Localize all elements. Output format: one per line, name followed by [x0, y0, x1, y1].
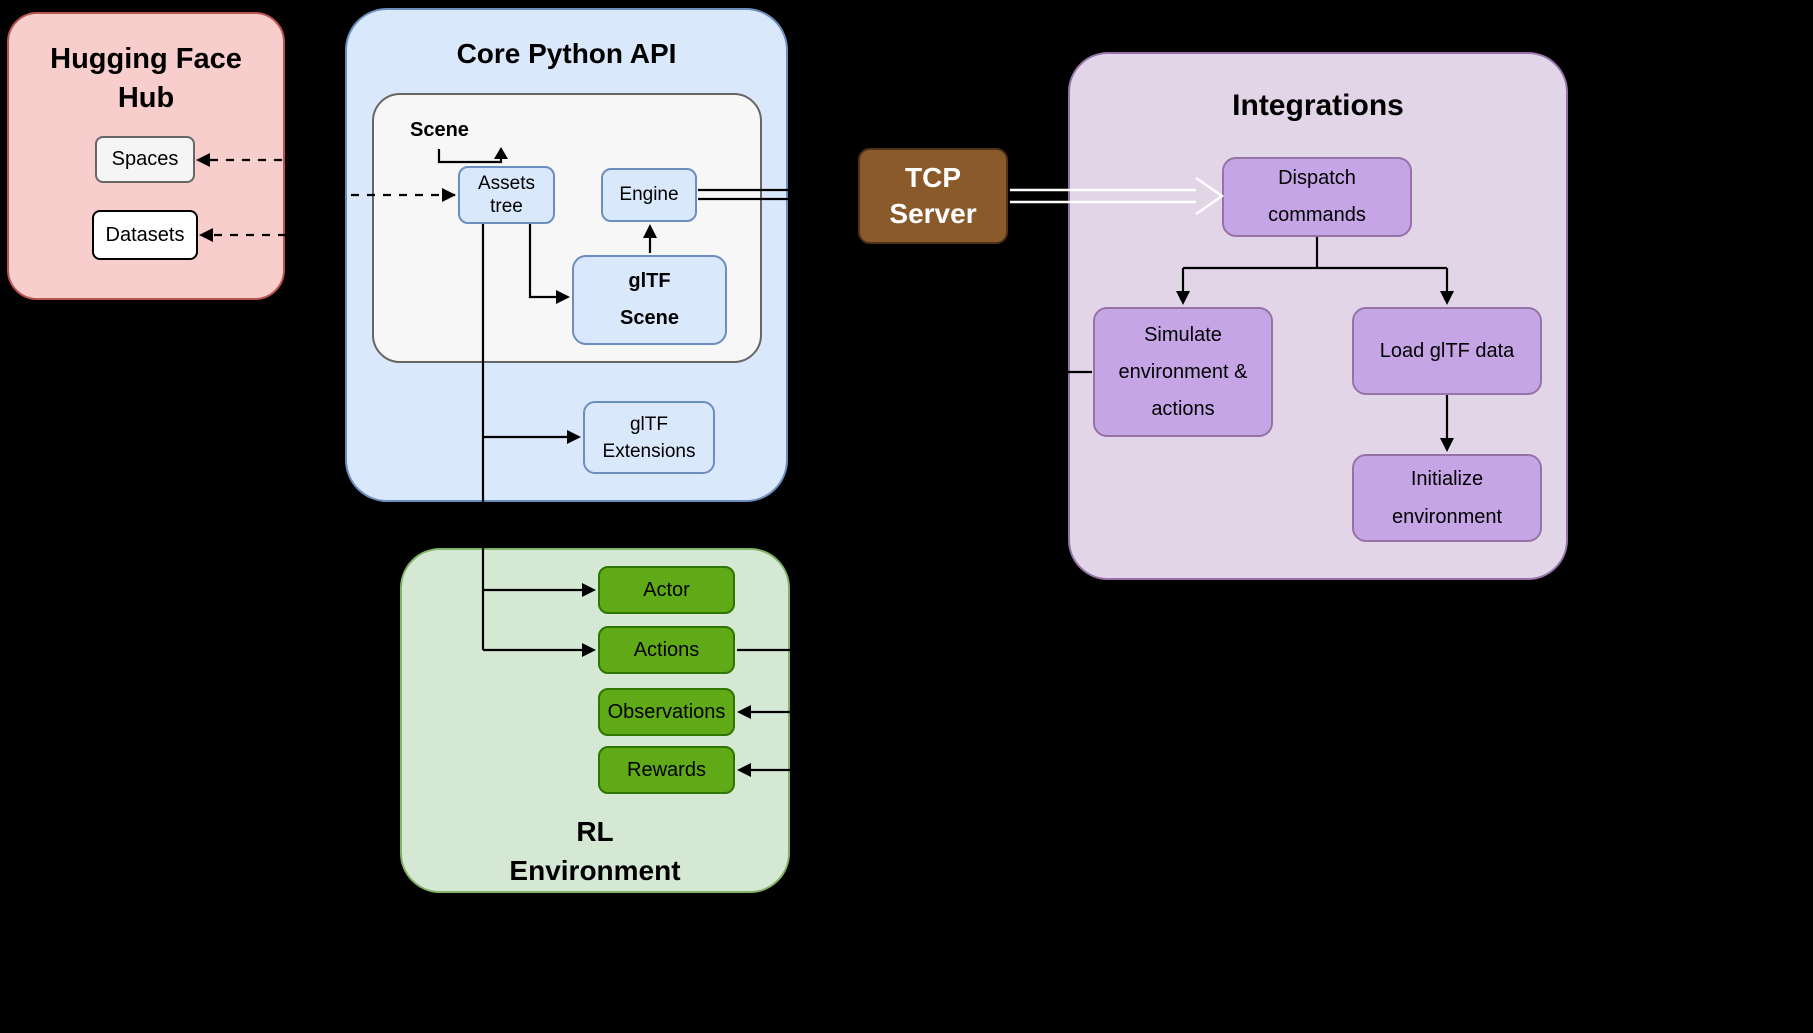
load-gltf-data-node: Load glTF data: [1352, 307, 1542, 395]
actor-node: Actor: [598, 566, 735, 614]
datasets-node: Datasets: [92, 210, 198, 260]
scene-label: Scene: [410, 119, 469, 141]
integrations-title: Integrations: [1232, 89, 1404, 122]
actions-node: Actions: [598, 626, 735, 674]
gltf-scene-node: glTF Scene: [572, 255, 727, 345]
dispatch-commands-node: Dispatch commands: [1222, 157, 1412, 237]
spaces-node: Spaces: [95, 136, 195, 183]
assets-tree-node: Assets tree: [458, 166, 555, 224]
simulate-environment-node: Simulate environment & actions: [1093, 307, 1273, 437]
initialize-environment-node: Initialize environment: [1352, 454, 1542, 542]
rewards-node: Rewards: [598, 746, 735, 794]
rl-environment-title: RL Environment: [509, 816, 681, 886]
engine-node: Engine: [601, 168, 697, 222]
observations-node: Observations: [598, 688, 735, 736]
tcp-server-node: TCP Server: [858, 148, 1008, 244]
hub-title: Hugging Face Hub: [50, 43, 242, 114]
core-python-api-title: Core Python API: [456, 38, 677, 69]
gltf-extensions-node: glTF Extensions: [583, 401, 715, 474]
